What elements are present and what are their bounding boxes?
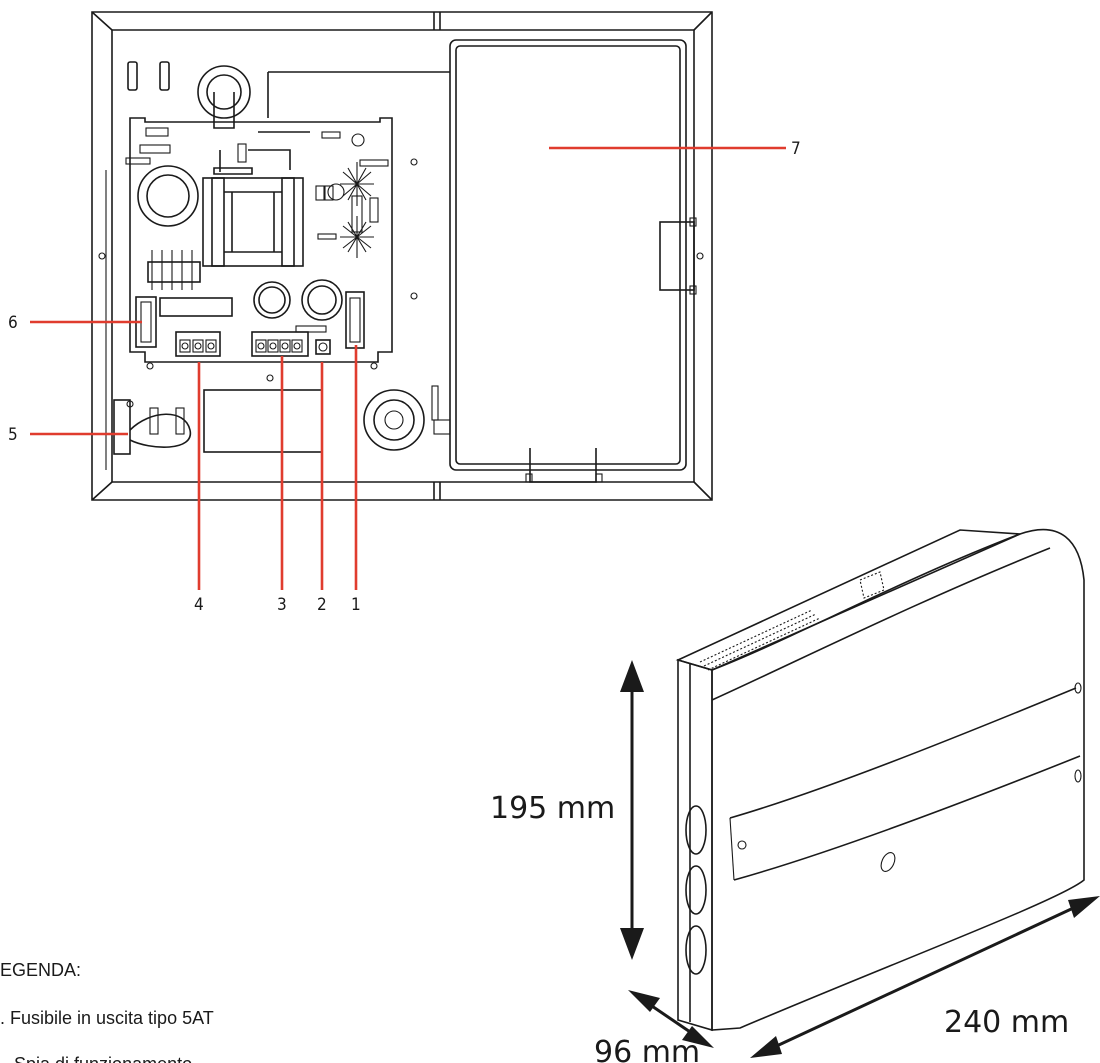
arrow-width-end-icon (1068, 896, 1100, 918)
dimension-arrows (620, 660, 1100, 1058)
enclosure-closed-view (675, 528, 1085, 1032)
arrow-width-start-icon (750, 1036, 782, 1058)
arrow-depth-end-icon (682, 1026, 714, 1048)
enclosure-open-view (91, 11, 713, 501)
dimension-width-label: 240 mm (944, 1005, 1069, 1040)
legend: EGENDA: . Fusibile in uscita tipo 5AT Sp… (0, 960, 214, 1063)
callout-lines (30, 146, 786, 590)
callout-label-7: 7 (791, 139, 801, 159)
arrow-depth-start-icon (628, 990, 660, 1012)
arrow-up-icon (620, 660, 644, 692)
legend-title: EGENDA: (0, 960, 81, 980)
callout-label-2: 2 (317, 595, 327, 615)
dimension-depth-label: 96 mm (594, 1035, 700, 1063)
arrow-down-icon (620, 928, 644, 960)
legend-item-2: Spia di funzionamento (14, 1054, 192, 1063)
callout-label-3: 3 (277, 595, 287, 615)
callout-label-6: 6 (8, 313, 18, 333)
callout-label-1: 1 (351, 595, 361, 615)
dimension-height-label: 195 mm (490, 791, 615, 826)
callout-label-4: 4 (194, 595, 204, 615)
callout-label-5: 5 (8, 425, 18, 445)
legend-item-1: . Fusibile in uscita tipo 5AT (0, 1008, 214, 1028)
